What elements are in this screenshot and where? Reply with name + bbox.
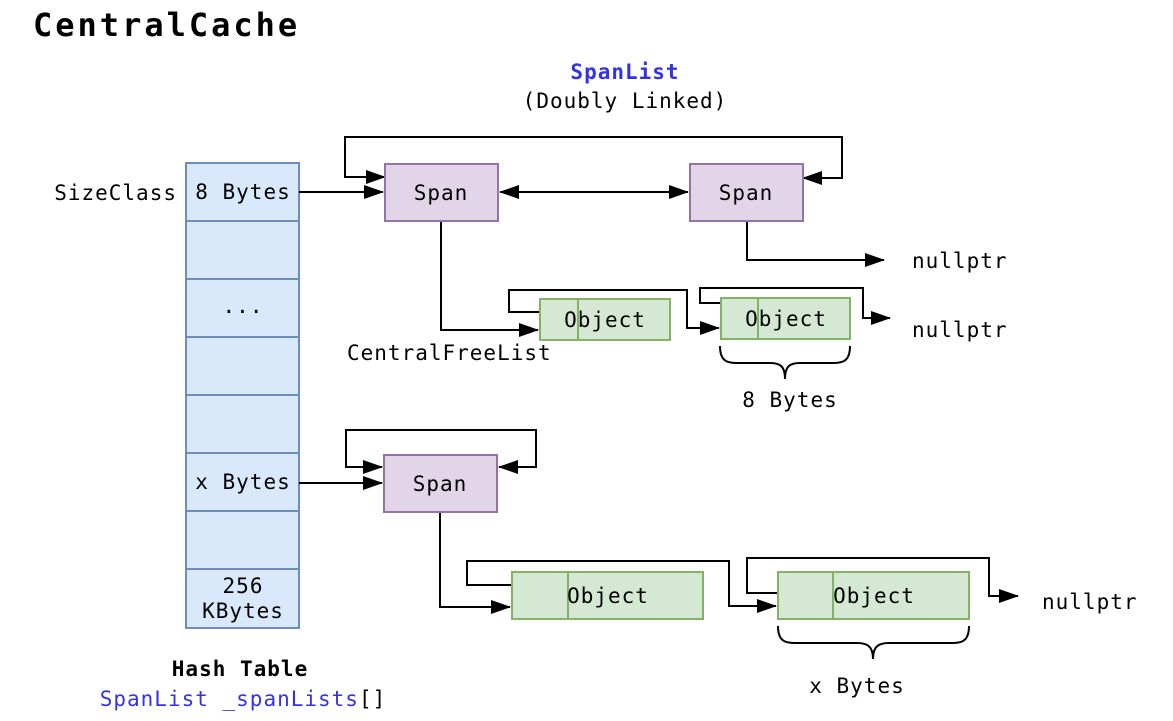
- sizeclass-label: SizeClass: [54, 181, 177, 205]
- brace-8-bytes-label: 8 Bytes: [742, 388, 838, 412]
- hash-table-caption: Hash Table: [172, 657, 308, 681]
- spanlists-code-blue: SpanList _spanLists: [100, 687, 359, 711]
- arrow-span1-to-object1: [440, 222, 539, 337]
- arrow-object2-to-nullptr: [699, 287, 891, 325]
- hash-row-7-label-line1: 256: [223, 574, 264, 598]
- hash-row-1: [185, 220, 300, 280]
- hash-row-7: [185, 568, 300, 629]
- object-node-2: Object: [720, 297, 851, 340]
- span1-label: Span: [414, 181, 469, 205]
- object2-box: [720, 297, 851, 340]
- page-title: CentralCache: [33, 6, 300, 44]
- brace-x-bytes-label: x Bytes: [809, 674, 905, 698]
- arrow-object1-to-object2: [508, 289, 720, 335]
- hash-row-5-label: x Bytes: [195, 470, 291, 494]
- hash-row-3: [185, 336, 300, 396]
- span3-label: Span: [413, 472, 468, 496]
- arrow-object3-to-object4: [466, 560, 777, 613]
- spanlist-circular-link-arrow: [344, 136, 843, 185]
- object-node-3: Object: [511, 571, 704, 620]
- nullptr-label-bottom: nullptr: [1042, 590, 1138, 614]
- object3-label: Object: [567, 584, 649, 608]
- object1-box: [539, 298, 671, 341]
- hash-row-0: [185, 162, 300, 222]
- spanlist-heading: SpanList: [570, 60, 679, 84]
- object-node-4: Object: [777, 571, 970, 620]
- hash-row-7-label-line2: KBytes: [202, 599, 284, 623]
- span2-box: [689, 163, 804, 222]
- hash-row-2: [185, 278, 300, 338]
- hash-row-6: [185, 510, 300, 570]
- span-node-2: Span: [689, 163, 804, 222]
- hash-row-0-label: 8 Bytes: [195, 180, 291, 204]
- hash-row-4: [185, 394, 300, 454]
- brace-8-bytes: [719, 345, 851, 380]
- span3-box: [383, 454, 498, 513]
- span-node-3: Span: [383, 454, 498, 513]
- arrow-span3-to-object3: [439, 512, 511, 614]
- span3-circular-link-arrow: [345, 429, 537, 474]
- arrow-span2-to-nullptr: [746, 222, 885, 267]
- object3-box: [511, 571, 704, 620]
- span1-box: [384, 163, 499, 222]
- doubly-linked-subtitle: (Doubly Linked): [523, 89, 728, 113]
- object1-label: Object: [564, 308, 646, 332]
- spanlists-code-caption: SpanList _spanLists[]: [100, 687, 387, 711]
- brace-x-bytes: [777, 625, 970, 660]
- object-node-1: Object: [539, 298, 671, 341]
- hash-table: 8 Bytes ... x Bytes 256 KBytes: [185, 162, 300, 629]
- object2-label: Object: [745, 307, 827, 331]
- span-node-1: Span: [384, 163, 499, 222]
- spanlists-code-brackets: []: [359, 687, 386, 711]
- span2-label: Span: [719, 181, 774, 205]
- object4-box: [777, 571, 970, 620]
- arrow-object4-to-nullptr: [746, 557, 1019, 603]
- hash-row-2-label: ...: [223, 294, 264, 318]
- nullptr-label-top: nullptr: [912, 249, 1008, 273]
- central-free-list-label: CentralFreeList: [347, 341, 552, 365]
- object4-label: Object: [833, 584, 915, 608]
- nullptr-label-middle: nullptr: [912, 318, 1008, 342]
